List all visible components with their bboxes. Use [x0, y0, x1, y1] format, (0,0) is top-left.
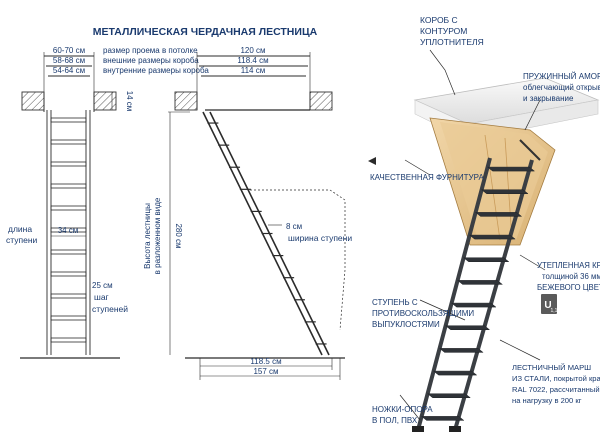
side-dim-step-width: 8 см [286, 222, 302, 231]
callout-march-4: на нагрузку в 200 кг [512, 396, 582, 405]
front-dim-opening: 60-70 см [53, 46, 85, 55]
ladder-illustration [412, 77, 600, 432]
callout-box-1: КОРОБ С [420, 15, 458, 25]
callout-box-3: УПЛОТНИТЕЛЯ [420, 37, 484, 47]
legend-line-1: размер проема в потолке [103, 46, 198, 55]
front-step [50, 271, 87, 277]
callout-spring-1: ПРУЖИННЫЙ АМОРТИЗАТОР [523, 72, 600, 81]
product-step [474, 212, 523, 217]
front-step [50, 337, 87, 343]
product-step [468, 234, 516, 240]
ceiling-block-right [93, 91, 117, 111]
callout-feet-1: НОЖКИ-ОПОРА [372, 405, 433, 414]
side-dim-height: 280 см [174, 223, 183, 248]
badge-letter: U [544, 300, 551, 311]
u-value-badge: U 1,1 [541, 294, 558, 314]
front-label-pitch-2: ступеней [92, 304, 128, 314]
side-dim-floor-2: 157 см [253, 367, 278, 376]
callout-feet-2: В ПОЛ, ПВХ [372, 416, 418, 425]
fittings-arrow [368, 157, 376, 165]
callout-step-3: ВЫПУКЛОСТЯМИ [372, 320, 440, 329]
callout-spring-2: облегчающий открывание [523, 83, 600, 92]
callout-march-1: ЛЕСТНИЧНЫЙ МАРШ [512, 363, 591, 372]
product-step [420, 416, 465, 421]
front-step [50, 205, 87, 211]
ceiling-block-left [21, 91, 45, 111]
front-view-steps [50, 117, 87, 343]
diagram-title: МЕТАЛЛИЧЕСКАЯ ЧЕРДАЧНАЯ ЛЕСТНИЦА [93, 26, 318, 38]
spring-shock-absorber [519, 139, 541, 161]
product-step [432, 370, 478, 376]
ladder-foot-left [412, 426, 424, 432]
product-step [462, 257, 510, 262]
callout-pointers [399, 49, 546, 421]
front-view-drawing [20, 52, 120, 359]
side-ceiling-left [174, 91, 198, 111]
side-dim-opening: 120 см [240, 46, 265, 55]
legend-line-3: внутренние размеры короба [103, 66, 209, 75]
side-view-drawing [168, 52, 346, 380]
callout-march-3: RAL 7022, рассчитанный [512, 385, 600, 394]
product-step [426, 393, 471, 398]
front-dim-box-height: 14 см [125, 91, 134, 112]
front-step [50, 249, 87, 255]
callout-step-1: СТУПЕНЬ С [372, 298, 418, 307]
callout-spring-3: и закрывание [523, 94, 574, 103]
side-label-step-width: ширина ступени [288, 233, 352, 243]
side-ceiling-right [309, 91, 333, 111]
callout-lid-2: толщиной 36 мм [542, 272, 600, 281]
front-dim-inner: 54-64 см [53, 66, 85, 75]
callout-step-2: ПРОТИВОСКОЛЬЗЯЩИМИ [372, 309, 474, 318]
side-label-height-2: в разложенном виде [153, 197, 162, 274]
front-dim-step-length: 34 см [58, 226, 79, 235]
front-step [50, 161, 87, 167]
front-dim-step-pitch: 25 см [92, 281, 113, 290]
product-step [486, 166, 536, 172]
product-step [456, 280, 504, 285]
product-step [450, 302, 497, 308]
product-steps [420, 166, 536, 421]
front-step [50, 293, 87, 299]
ladder-foot-right [449, 426, 461, 432]
badge-value: 1,1 [551, 308, 558, 314]
product-step [438, 348, 484, 353]
front-label-step-length-2: ступени [6, 235, 38, 245]
ladder-rail-right [453, 159, 534, 431]
front-step [50, 227, 87, 233]
callout-fittings: КАЧЕСТВЕННАЯ ФУРНИТУРА [370, 173, 484, 182]
side-dim-inner: 114 см [241, 66, 265, 75]
front-step [50, 117, 87, 123]
callout-lid-1: УТЕПЛЕННАЯ КРЫШКА [537, 261, 600, 270]
front-step [50, 183, 87, 189]
side-dim-outer: 118.4 см [237, 56, 268, 65]
product-step [480, 189, 529, 194]
front-label-pitch-1: шаг [94, 292, 109, 302]
front-step [50, 315, 87, 321]
side-label-height-1: Высота лестницы [143, 203, 152, 269]
front-dim-outer: 58-68 см [53, 56, 85, 65]
side-view-steps [207, 122, 327, 345]
ladder-rail-left [416, 157, 492, 431]
front-step [50, 139, 87, 145]
callout-march-2: ИЗ СТАЛИ, покрытой краской [512, 374, 600, 383]
callout-box-2: КОНТУРОМ [420, 26, 467, 36]
product-step [444, 325, 491, 330]
side-dim-floor-1: 118.5 см [250, 357, 281, 366]
callout-lid-3: БЕЖЕВОГО ЦВЕТА [537, 283, 600, 292]
front-label-step-length-1: длина [8, 224, 32, 234]
legend-line-2: внешние размеры короба [103, 56, 199, 65]
